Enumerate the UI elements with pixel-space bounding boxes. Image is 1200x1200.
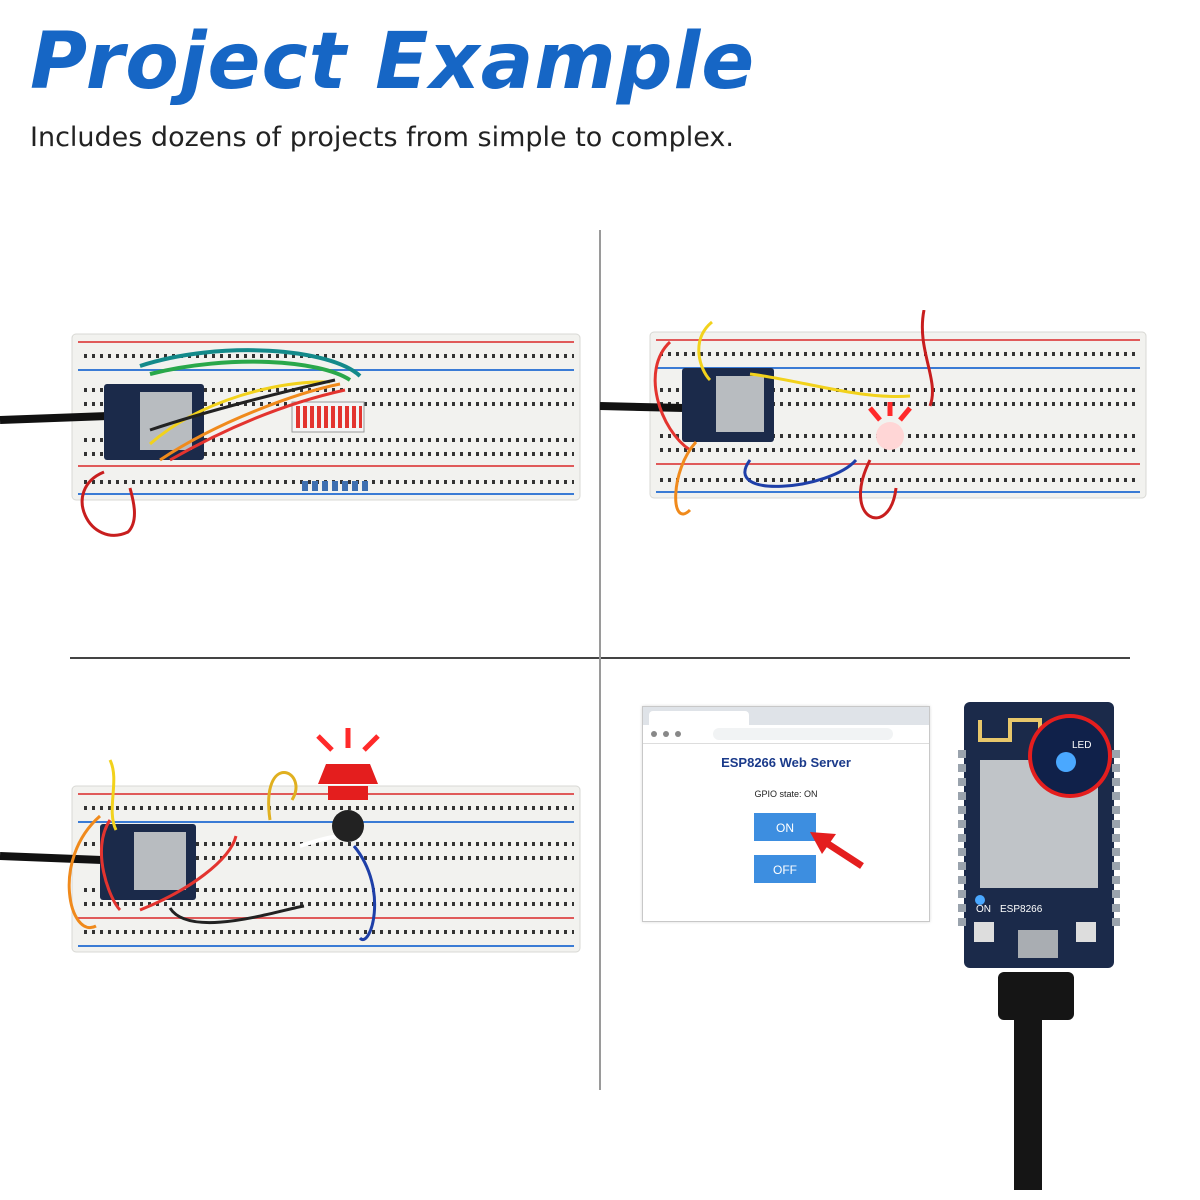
url-field[interactable] <box>713 728 893 740</box>
wire-blue <box>743 458 858 488</box>
wire-yellow <box>697 320 911 399</box>
light-ray <box>362 734 380 752</box>
browser-address-bar <box>643 725 929 744</box>
wifi-module <box>716 376 764 432</box>
wire-yellow <box>108 759 118 831</box>
wire-green <box>149 359 352 382</box>
wire-red <box>653 340 691 452</box>
wire-orange <box>159 382 341 462</box>
wire-orange <box>674 440 698 516</box>
light-ray <box>898 406 912 422</box>
project-led-bar-breadboard <box>0 333 581 537</box>
alarm-light-dome <box>318 764 378 784</box>
project-led-breadboard <box>600 310 1147 520</box>
wire-orange <box>67 814 101 930</box>
wire-yellow-loop <box>267 771 298 821</box>
on-button[interactable]: ON <box>754 813 816 841</box>
led-glow <box>876 422 904 450</box>
reload-icon[interactable] <box>675 731 681 737</box>
light-ray <box>868 406 882 422</box>
wifi-module <box>134 832 186 890</box>
wire-teal <box>139 348 362 378</box>
status-led <box>975 895 985 905</box>
buzzer <box>332 810 364 842</box>
pointer-arrow-icon <box>810 832 864 869</box>
wire-red <box>100 819 238 912</box>
browser-tab[interactable] <box>649 711 749 725</box>
chip-label: ESP8266 <box>1000 904 1043 915</box>
wire-yellow <box>149 380 331 446</box>
light-ray <box>316 734 334 752</box>
usb-plug <box>998 972 1074 1020</box>
blue-led <box>1056 752 1076 772</box>
web-server-title: ESP8266 Web Server <box>721 755 851 770</box>
dev-board-photo: LED ON ESP8266 <box>958 702 1120 1190</box>
micro-usb-port <box>1018 930 1058 958</box>
reset-button <box>974 922 994 942</box>
page-subtitle: Includes dozens of projects from simple … <box>30 122 734 153</box>
usb-cable <box>0 852 103 864</box>
gpio-state-text: GPIO state: ON <box>754 789 818 799</box>
vertical-divider <box>599 230 601 1090</box>
back-icon[interactable] <box>651 731 657 737</box>
on-label: ON <box>976 904 991 915</box>
browser-tab-bar <box>643 707 929 725</box>
wire-black <box>168 904 305 924</box>
project-buzzer-breadboard <box>0 728 581 953</box>
led-label: LED <box>1072 740 1091 751</box>
forward-icon[interactable] <box>663 731 669 737</box>
wire-red <box>169 388 346 462</box>
wire-red-loop <box>859 459 898 520</box>
usb-cable <box>600 402 685 412</box>
wire-blue <box>352 845 377 942</box>
alarm-light-base <box>328 786 368 800</box>
page-title: Project Example <box>30 17 756 107</box>
flash-button <box>1076 922 1096 942</box>
wire-red-loop <box>80 470 136 537</box>
wire-red-loop <box>920 310 934 407</box>
web-server-browser-window: ESP8266 Web Server GPIO state: ON ON OFF <box>642 706 930 922</box>
off-button[interactable]: OFF <box>754 855 816 883</box>
wire-black <box>149 378 336 432</box>
usb-cable <box>0 412 109 424</box>
